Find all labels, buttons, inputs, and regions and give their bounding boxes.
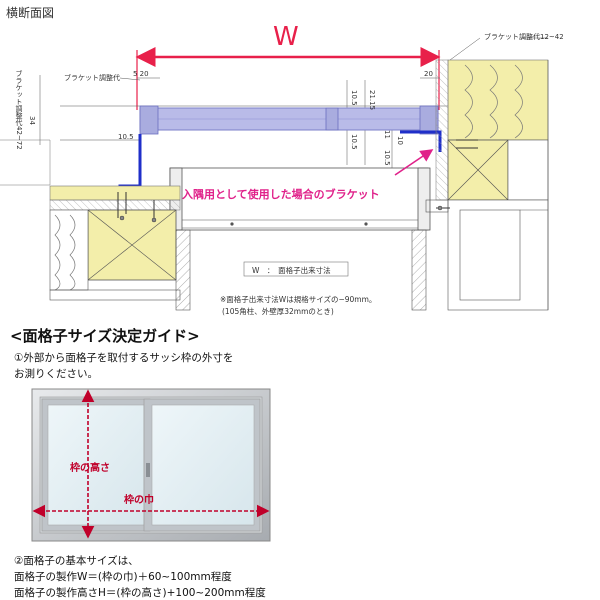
bracket-adjust-left: ブラケット調整代	[64, 74, 120, 82]
section-title: 横断面図	[6, 6, 55, 20]
dim-11: 11	[383, 130, 391, 139]
window-sash	[169, 167, 429, 231]
frame-height-label: 枠の高さ	[70, 463, 110, 474]
left-insulation	[49, 185, 181, 201]
guide-step1-line2: お測りください。	[14, 368, 98, 380]
note-line2: (105角柱、外壁厚32mmのとき)	[222, 307, 334, 316]
guide-step1-line1: ①外部から面格子を取付するサッシ枠の外寸を	[14, 352, 234, 364]
dim-10-5-left: 10.5	[118, 133, 134, 141]
guide-step2-line3: 面格子の製作高さH＝(枠の高さ)+100~200mm程度	[14, 587, 266, 599]
guide-step2-line2: 面格子の製作W＝(枠の巾)＋60~100mm程度	[14, 571, 232, 583]
dim-10: 10	[396, 136, 404, 145]
bracket-adjust-right: ブラケット調整代12~42	[484, 33, 564, 41]
dim-34: 34	[28, 116, 36, 125]
dim-10-5-b: 10.5	[350, 134, 358, 150]
guide-step2-line1: ②面格子の基本サイズは、	[14, 555, 139, 567]
dim-5-20: 5 20	[133, 70, 149, 78]
legend-box	[243, 261, 349, 277]
cross-section-diagram	[0, 37, 549, 311]
callout-arrow	[394, 149, 434, 176]
corner-bracket-label: 入隅用として使用した場合のブラケット	[182, 188, 380, 201]
guide-heading: <面格子サイズ決定ガイド>	[10, 327, 200, 345]
bracket-adjust-vertical: ブラケット調整代42~72	[15, 70, 23, 150]
right-insulation	[447, 59, 549, 141]
frame-width-label: 枠の巾	[124, 495, 154, 506]
right-bracket	[400, 130, 442, 152]
w-dimension-label: W	[273, 22, 299, 52]
dim-10-5-c: 10.5	[383, 150, 391, 166]
left-bracket	[118, 134, 142, 192]
sash-frame-illustration	[31, 388, 271, 542]
note-line1: ※面格子出来寸法Wは規格サイズの−90mm。	[220, 295, 377, 304]
legend-w: W ： 面格子出来寸法	[252, 266, 331, 275]
dim-10-5-a: 10.5	[350, 90, 358, 106]
dim-20: 20	[424, 70, 433, 78]
dim-21-15: 21.15	[368, 90, 376, 111]
